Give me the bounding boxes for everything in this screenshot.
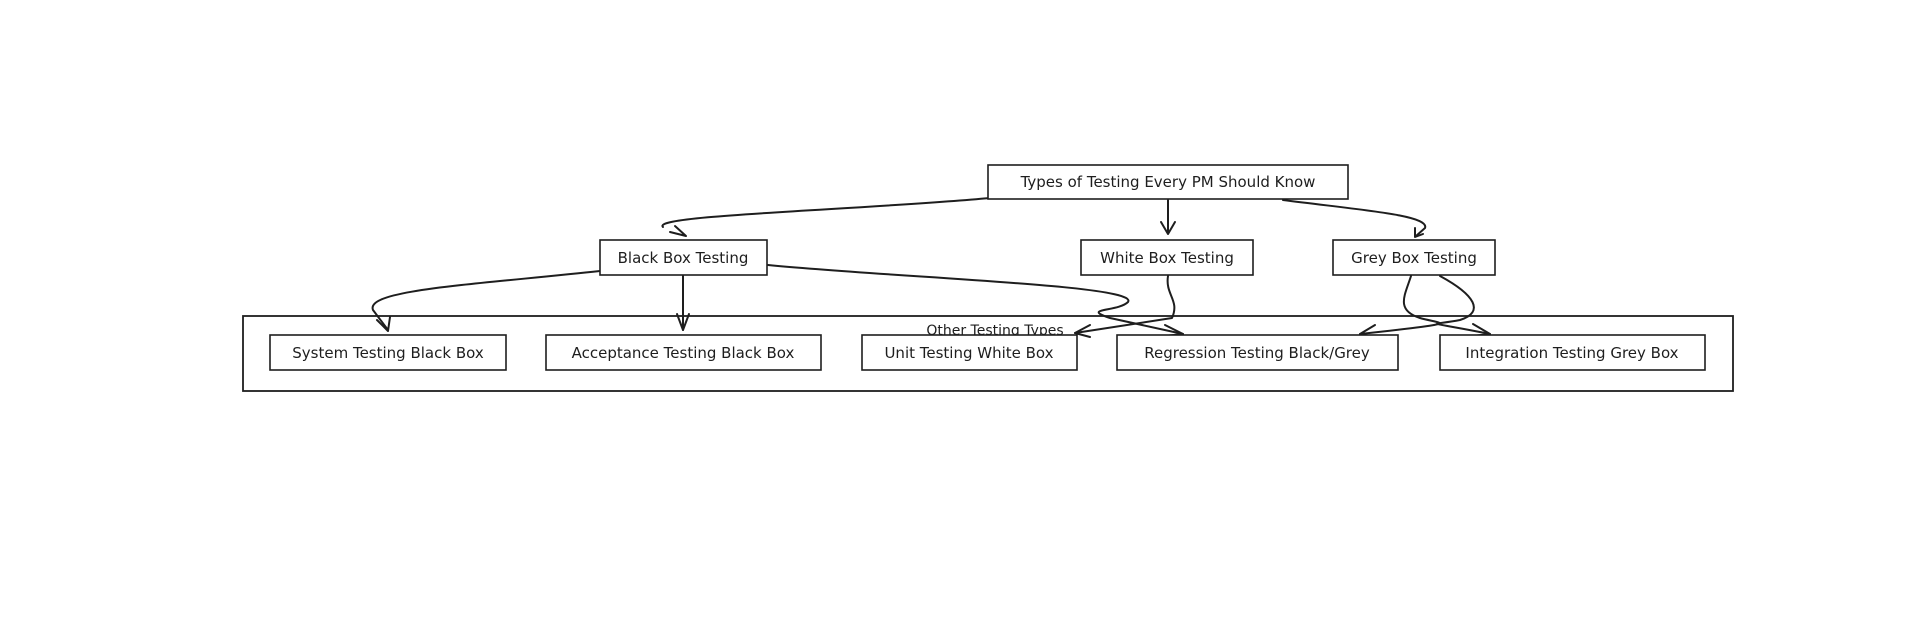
node-integration-testing[interactable]: Integration Testing Grey Box	[1439, 334, 1706, 371]
node-system-testing[interactable]: System Testing Black Box	[269, 334, 507, 371]
edge-grey-box-to-regression	[1359, 275, 1441, 338]
edge-line	[1436, 275, 1491, 335]
edge-white-box-to-unit	[1074, 275, 1176, 338]
edge-black-box-to-system	[371, 270, 601, 332]
arrowhead-icon	[669, 225, 687, 237]
arrowhead-icon	[676, 313, 690, 331]
node-label: Types of Testing Every PM Should Know	[1020, 173, 1316, 191]
node-label: White Box Testing	[1100, 249, 1234, 267]
node-grey-box-testing[interactable]: Grey Box Testing	[1332, 239, 1496, 276]
edge-line	[661, 197, 991, 228]
node-label: Unit Testing White Box	[884, 344, 1053, 362]
node-label: Integration Testing Grey Box	[1465, 344, 1678, 362]
edge-line	[767, 264, 1184, 335]
node-label: Regression Testing Black/Grey	[1144, 344, 1370, 362]
edge-line	[371, 270, 601, 331]
node-label: Black Box Testing	[618, 249, 749, 267]
edge-line	[1282, 199, 1427, 237]
edge-line	[1074, 275, 1176, 334]
edge-root-to-white-box	[1160, 199, 1176, 235]
edge-grey-box-to-integration	[1436, 275, 1491, 337]
edge-line	[1359, 275, 1441, 335]
edge-root-to-black-box	[661, 197, 991, 237]
node-acceptance-testing[interactable]: Acceptance Testing Black Box	[545, 334, 822, 371]
arrowhead-icon	[1074, 324, 1091, 338]
edge-root-to-grey-box	[1282, 199, 1427, 238]
group-frame	[242, 315, 1734, 392]
edge-black-box-to-acceptance	[676, 275, 690, 331]
arrowhead-icon	[1160, 221, 1176, 235]
node-black-box-testing[interactable]: Black Box Testing	[599, 239, 768, 276]
arrowhead-icon	[376, 316, 391, 332]
node-label: Acceptance Testing Black Box	[572, 344, 795, 362]
node-label: System Testing Black Box	[292, 344, 484, 362]
node-label: Grey Box Testing	[1351, 249, 1477, 267]
node-unit-testing[interactable]: Unit Testing White Box	[861, 334, 1078, 371]
edges	[371, 197, 1491, 338]
node-root[interactable]: Types of Testing Every PM Should Know	[987, 164, 1349, 200]
node-regression-testing[interactable]: Regression Testing Black/Grey	[1116, 334, 1399, 371]
node-white-box-testing[interactable]: White Box Testing	[1080, 239, 1254, 276]
arrowhead-icon	[1414, 227, 1424, 238]
